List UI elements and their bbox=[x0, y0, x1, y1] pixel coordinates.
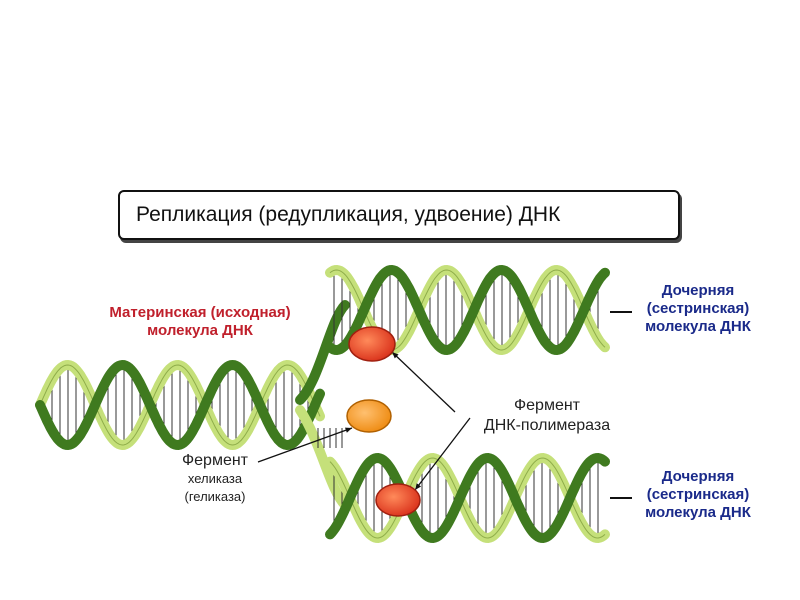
diagram-title: Репликация (редупликация, удвоение) ДНК bbox=[118, 190, 680, 240]
polymerase-arrow-top-head bbox=[392, 352, 399, 359]
daughter-bottom-label: Дочерняя (сестринская) молекула ДНК bbox=[628, 468, 768, 522]
fork-lower-strand bbox=[295, 405, 350, 510]
bottom-strand-light bbox=[325, 452, 610, 544]
daughter-top-label: Дочерняя (сестринская) молекула ДНК bbox=[628, 282, 768, 336]
helicase-line3: (геликаза) bbox=[184, 489, 246, 504]
polymerase-arrow-top bbox=[391, 351, 456, 413]
polymerase-enzyme-bottom bbox=[375, 483, 421, 517]
polymerase-label: Фермент ДНК-полимераза bbox=[462, 396, 632, 436]
daughter-bottom-line3: молекула ДНК bbox=[645, 504, 751, 521]
polymerase-arrow-bottom-head bbox=[415, 483, 422, 490]
polymerase-enzyme-top bbox=[348, 326, 396, 362]
polymerase-line2: ДНК-полимераза bbox=[483, 417, 611, 434]
daughter-top-line1: Дочерняя bbox=[661, 282, 735, 299]
daughter-top-line2: (сестринская) bbox=[646, 300, 750, 317]
mother-dna-helix bbox=[35, 300, 350, 510]
mother-dna-label: Материнская (исходная) молекула ДНК bbox=[80, 304, 320, 340]
mother-strand-dark bbox=[35, 359, 325, 451]
helicase-arrow bbox=[257, 427, 353, 463]
mother-strand-light-edge bbox=[39, 364, 321, 446]
top-strand-dark bbox=[325, 264, 610, 356]
mother-label-line1: Материнская (исходная) bbox=[109, 304, 291, 321]
helicase-line2: хеликаза bbox=[187, 471, 243, 486]
helicase-label: Фермент хеликаза (геликаза) bbox=[160, 452, 270, 506]
polymerase-arrow-bottom bbox=[414, 417, 471, 491]
fork-upper-strand bbox=[295, 300, 350, 405]
bottom-strand-dark bbox=[325, 452, 610, 544]
daughter-bottom-dna-helix bbox=[325, 452, 610, 544]
bottom-strand-light-edge bbox=[329, 457, 606, 539]
daughter-bottom-line2: (сестринская) bbox=[646, 486, 750, 503]
mother-label-line2: молекула ДНК bbox=[147, 322, 253, 339]
daughter-bottom-line1: Дочерняя bbox=[661, 468, 735, 485]
helicase-enzyme bbox=[346, 399, 392, 433]
helicase-arrow-head bbox=[345, 427, 352, 433]
daughter-top-line3: молекула ДНК bbox=[645, 318, 751, 335]
leader-lines bbox=[257, 311, 632, 499]
polymerase-line1: Фермент bbox=[513, 397, 581, 414]
helicase-line1: Фермент bbox=[181, 452, 249, 469]
